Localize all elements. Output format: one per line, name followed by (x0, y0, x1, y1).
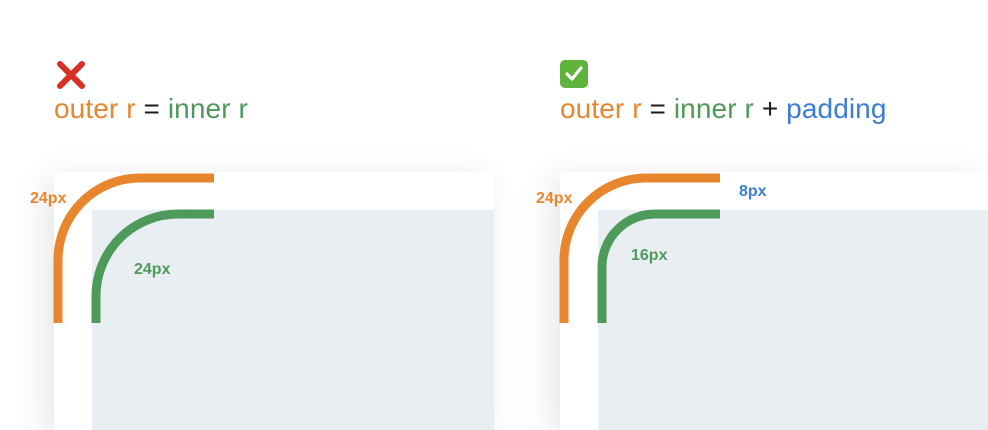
correct-outer-radius-label: 24px (536, 190, 573, 207)
outer-radius-term: outer r (560, 93, 642, 124)
wrong-inner-arc (91, 209, 214, 323)
check-mark-icon (560, 60, 588, 88)
correct-outer-arc (559, 173, 720, 323)
inner-radius-term: inner r (673, 93, 754, 124)
equals-sign: = (143, 93, 160, 124)
inner-card (92, 210, 494, 430)
wrong-outer-arc (53, 173, 214, 323)
correct-inner-radius-label: 16px (631, 247, 668, 264)
correct-inner-arc (597, 209, 720, 323)
wrong-inner-radius-label: 24px (134, 261, 171, 278)
wrong-formula: outer r = inner r (54, 93, 248, 125)
inner-card (598, 210, 988, 430)
correct-formula: outer r = inner r + padding (560, 93, 887, 125)
cross-mark-icon (57, 61, 85, 89)
inner-radius-term: inner r (167, 93, 248, 124)
padding-term: padding (786, 93, 887, 124)
wrong-outer-radius-label: 24px (30, 190, 67, 207)
equals-sign: = (649, 93, 666, 124)
plus-sign: + (761, 93, 779, 124)
outer-radius-term: outer r (54, 93, 136, 124)
padding-label: 8px (739, 183, 767, 200)
wrong-example-panel (92, 210, 494, 430)
